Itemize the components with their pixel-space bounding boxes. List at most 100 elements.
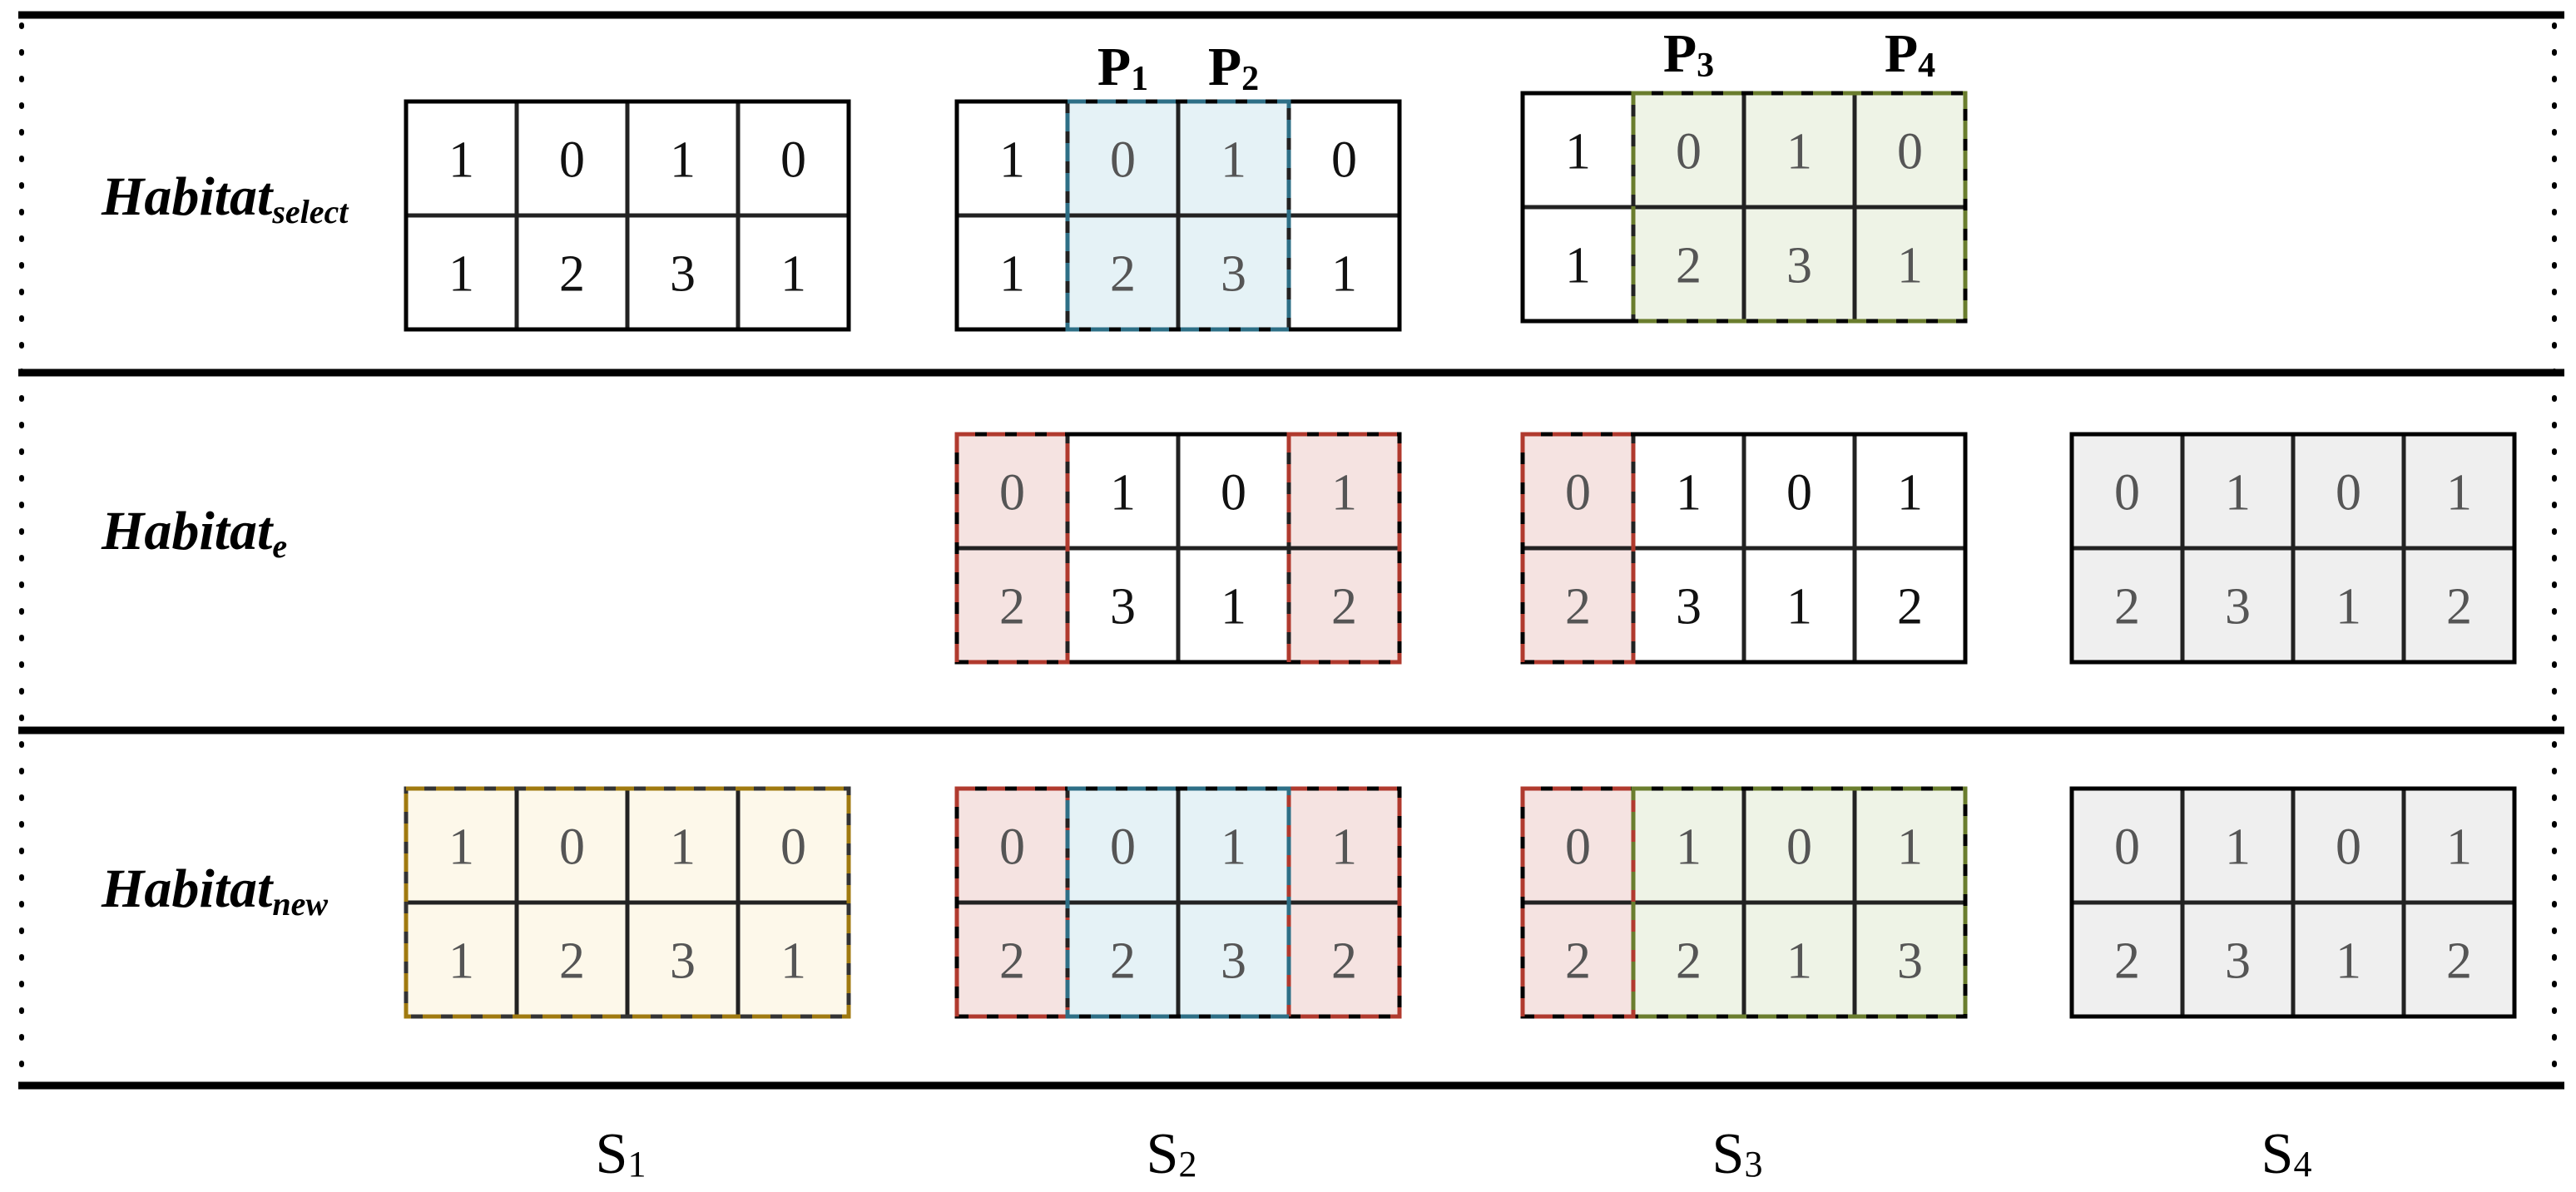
gene-value: 0 <box>1897 124 1923 181</box>
gene-value: 3 <box>1221 933 1246 990</box>
matrix-border <box>954 99 1402 332</box>
gene-value: 1 <box>2225 465 2251 522</box>
gene-value: 1 <box>2446 465 2472 522</box>
gene-value: 1 <box>999 132 1025 189</box>
gene-value: 0 <box>1221 465 1246 522</box>
gene-value: 0 <box>780 132 806 189</box>
crossover-point-label: P1 <box>1097 37 1148 98</box>
gene-value: 1 <box>1897 238 1923 294</box>
gene-value: 1 <box>1897 819 1923 876</box>
gene-value: 1 <box>1331 819 1357 876</box>
matrix-dashed-border <box>404 786 851 1019</box>
gene-value: 2 <box>999 933 1025 990</box>
strategy-label: S1 <box>596 1122 646 1186</box>
gene-value: 2 <box>2446 933 2472 990</box>
gene-value: 2 <box>1565 933 1591 990</box>
gene-value: 0 <box>1786 819 1812 876</box>
gene-value: 0 <box>1676 124 1702 181</box>
habitat-new-s1-matrix: 1 0 1 0 1 2 3 1 <box>404 786 851 1019</box>
gene-value: 3 <box>1897 933 1923 990</box>
crossover-point-label: P2 <box>1208 37 1259 98</box>
gene-value: 1 <box>2446 819 2472 876</box>
crossover-point-label: P4 <box>1885 23 1935 85</box>
gene-value: 1 <box>1221 819 1246 876</box>
crossover-segment-outline <box>1065 786 1291 1019</box>
gene-value: 1 <box>448 933 474 990</box>
habitat-select-label: Habitatselect <box>101 166 349 230</box>
matrix-border <box>2069 786 2517 1019</box>
crossover-segment-outline <box>1631 91 1968 324</box>
gene-value: 0 <box>999 819 1025 876</box>
gene-value: 1 <box>1110 465 1136 522</box>
gene-value: 1 <box>1897 465 1923 522</box>
gene-value: 0 <box>559 819 585 876</box>
gene-value: 2 <box>1331 579 1357 636</box>
matrix-border <box>2069 432 2517 665</box>
gene-value: 2 <box>1110 933 1136 990</box>
gene-value: 0 <box>2336 465 2361 522</box>
gene-value: 1 <box>1676 819 1702 876</box>
gene-value: 1 <box>670 132 696 189</box>
gene-value: 1 <box>1565 238 1591 294</box>
exchanged-column-outline <box>954 432 1070 665</box>
gene-value: 0 <box>1786 465 1812 522</box>
gene-value: 2 <box>559 246 585 303</box>
gene-value: 0 <box>2114 819 2140 876</box>
crossover-segment-outline <box>1065 99 1291 332</box>
gene-value: 2 <box>2114 933 2140 990</box>
gene-value: 1 <box>1221 132 1246 189</box>
gene-value: 2 <box>1331 933 1357 990</box>
gene-value: 1 <box>448 246 474 303</box>
habitat-e-label: Habitate <box>101 501 287 565</box>
gene-value: 3 <box>670 933 696 990</box>
gene-value: 1 <box>780 933 806 990</box>
gene-value: 1 <box>2336 579 2361 636</box>
gene-value: 0 <box>999 465 1025 522</box>
habitat-matrices: 1 0 1 0 1 2 3 1 1 0 1 0 1 2 3 1 1 0 1 0 1 2 3 1 0 1 0 1 2 3 1 2 0 1 0 1 2 3 1 2… <box>404 91 2517 1019</box>
exchanged-column-outline <box>1520 432 1636 665</box>
crossover-segment-outline <box>1631 786 1968 1019</box>
gene-value: 1 <box>1565 124 1591 181</box>
gene-value: 2 <box>1676 238 1702 294</box>
strategy-label: S3 <box>1712 1122 1763 1186</box>
gene-value: 3 <box>670 246 696 303</box>
gene-value: 2 <box>1676 933 1702 990</box>
crossover-point-label: P3 <box>1663 23 1714 85</box>
gene-value: 3 <box>2225 579 2251 636</box>
gene-value: 1 <box>1331 246 1357 303</box>
gene-value: 0 <box>780 819 806 876</box>
crossover-point-labels: P1 P2 P3 P4 <box>1097 23 1935 98</box>
strategy-label: S4 <box>2261 1122 2312 1186</box>
diagram-frame <box>18 11 2564 1090</box>
gene-value: 2 <box>1110 246 1136 303</box>
gene-value: 1 <box>999 246 1025 303</box>
gene-value: 1 <box>1676 465 1702 522</box>
gene-value: 0 <box>1110 132 1136 189</box>
exchanged-column-outline <box>1286 786 1402 1019</box>
gene-value: 3 <box>2225 933 2251 990</box>
gene-value: 1 <box>1221 579 1246 636</box>
gene-value: 0 <box>1565 465 1591 522</box>
gene-value: 3 <box>1676 579 1702 636</box>
gene-value: 1 <box>448 819 474 876</box>
gene-value: 1 <box>1331 465 1357 522</box>
gene-value: 1 <box>670 819 696 876</box>
gene-value: 1 <box>1786 124 1812 181</box>
gene-value: 2 <box>2446 579 2472 636</box>
gene-value: 2 <box>1565 579 1591 636</box>
gene-value: 2 <box>559 933 585 990</box>
gene-value: 0 <box>1331 132 1357 189</box>
gene-value: 1 <box>448 132 474 189</box>
gene-value: 1 <box>2336 933 2361 990</box>
